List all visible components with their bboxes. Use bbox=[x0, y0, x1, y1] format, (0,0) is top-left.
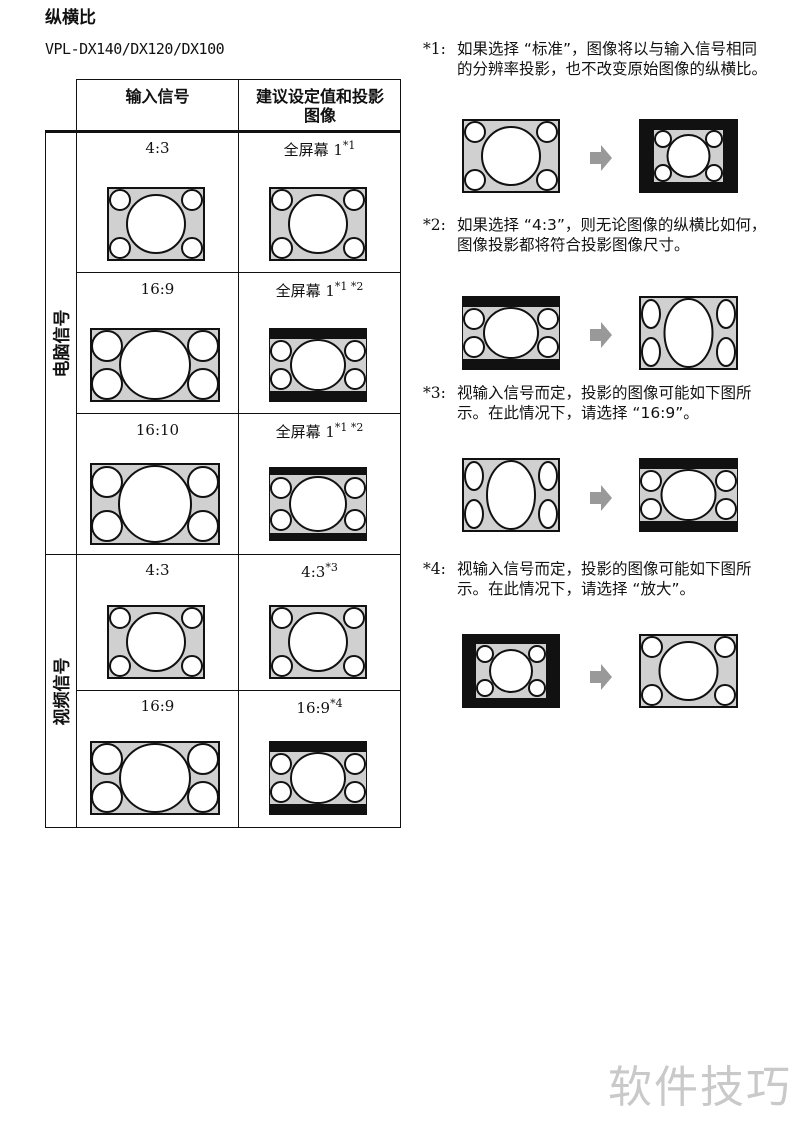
footnote-text: 视输入信号而定，投影的图像可能如下图所示。在此情况下，请选择 “放大”。 bbox=[457, 560, 752, 598]
input-signal-label: 16:9 bbox=[140, 280, 175, 298]
column-header-input: 输入信号 bbox=[125, 87, 190, 106]
footnote-ref: *1 *2 bbox=[334, 421, 364, 434]
column-header-recommend: 建议设定值和投影图像 bbox=[255, 87, 384, 125]
setting-label: 16:9*4 bbox=[296, 697, 343, 717]
footnote-ref: *1 *2 bbox=[334, 280, 364, 293]
footnote-ref: *3 bbox=[325, 561, 338, 574]
example-stretched-after bbox=[639, 296, 738, 370]
footnote-1: *1: 如果选择 “标准”，图像将以与输入信号相同的分辨率投影，也不改变原始图像… bbox=[423, 40, 768, 79]
group-label-video: 视频信号 bbox=[52, 657, 73, 725]
table-border-left bbox=[45, 130, 46, 828]
input-image-16-9 bbox=[90, 741, 220, 815]
arrow-icon bbox=[590, 322, 612, 348]
footnote-4: *4: 视输入信号而定，投影的图像可能如下图所示。在此情况下，请选择 “放大”。 bbox=[423, 560, 768, 599]
arrow-icon bbox=[590, 145, 612, 171]
footnote-ref: *4 bbox=[330, 697, 343, 710]
table-border-right bbox=[400, 79, 401, 828]
aspect-ratio-table: 输入信号 建议设定值和投影图像 电脑信号 视频信号 4:3 全屏幕 1*1 16… bbox=[45, 79, 401, 828]
footnote-mark: *1: bbox=[423, 40, 446, 58]
example-zoomed-after bbox=[639, 634, 738, 708]
setting-label: 全屏幕 1*1 *2 bbox=[275, 280, 364, 300]
input-signal-label: 4:3 bbox=[145, 139, 170, 157]
input-image-16-9 bbox=[90, 328, 220, 402]
footnote-text: 如果选择 “标准”，图像将以与输入信号相同的分辨率投影，也不改变原始图像的纵横比… bbox=[457, 40, 768, 78]
column-divider bbox=[238, 79, 239, 828]
footnote-mark: *3: bbox=[423, 384, 446, 402]
page-title: 纵横比 bbox=[45, 8, 96, 28]
table-border-bottom bbox=[45, 827, 401, 828]
footnote-text: 如果选择 “4:3”，则无论图像的纵横比如何，图像投影都将符合投影图像尺寸。 bbox=[457, 216, 767, 254]
input-signal-label: 16:9 bbox=[140, 697, 175, 715]
footnote-2: *2: 如果选择 “4:3”，则无论图像的纵横比如何，图像投影都将符合投影图像尺… bbox=[423, 216, 768, 255]
projected-image-letterbox bbox=[269, 467, 367, 541]
setting-label: 全屏幕 1*1 *2 bbox=[275, 421, 364, 441]
example-letterbox-before bbox=[462, 296, 560, 370]
example-letterbox-after bbox=[639, 458, 738, 532]
table-header-rule bbox=[45, 130, 401, 133]
footnote-mark: *2: bbox=[423, 216, 446, 234]
footnote-ref: *1 bbox=[342, 139, 356, 152]
footnote-mark: *4: bbox=[423, 560, 446, 578]
projected-image bbox=[269, 187, 367, 261]
example-4-3-after bbox=[639, 119, 738, 193]
footnote-3: *3: 视输入信号而定，投影的图像可能如下图所示。在此情况下，请选择 “16:9… bbox=[423, 384, 768, 423]
input-image-16-10 bbox=[90, 463, 220, 545]
group-divider bbox=[45, 554, 401, 555]
model-number: VPL-DX140/DX120/DX100 bbox=[45, 40, 225, 58]
watermark-text: 软件技巧 bbox=[608, 1062, 792, 1113]
group-label-computer: 电脑信号 bbox=[52, 309, 73, 378]
setting-label: 全屏幕 1*1 bbox=[283, 139, 356, 159]
projected-image bbox=[269, 605, 367, 679]
example-squeezed-before bbox=[462, 458, 560, 532]
example-windowbox-before bbox=[462, 634, 560, 708]
projected-image-letterbox bbox=[269, 741, 367, 815]
setting-label: 4:3*3 bbox=[301, 561, 338, 581]
input-signal-label: 4:3 bbox=[145, 561, 170, 579]
arrow-icon bbox=[590, 664, 612, 690]
input-image-4-3 bbox=[107, 187, 205, 261]
input-image-4-3 bbox=[107, 605, 205, 679]
arrow-icon bbox=[590, 485, 612, 511]
footnote-text: 视输入信号而定，投影的图像可能如下图所示。在此情况下，请选择 “16:9”。 bbox=[457, 384, 752, 422]
column-divider bbox=[76, 79, 77, 828]
example-4-3-before bbox=[462, 119, 560, 193]
input-signal-label: 16:10 bbox=[135, 421, 180, 439]
projected-image-letterbox bbox=[269, 328, 367, 402]
